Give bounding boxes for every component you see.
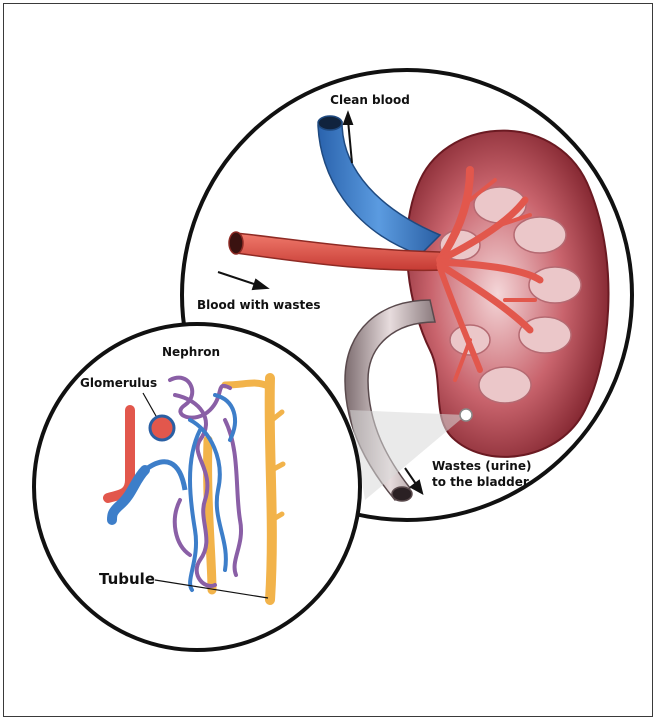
label-clean-blood: Clean blood — [330, 93, 410, 107]
ureter-opening — [392, 487, 412, 501]
label-blood-with-wastes: Blood with wastes — [197, 298, 321, 312]
label-wastes-line2: to the bladder — [432, 475, 529, 489]
renal-artery-opening — [229, 232, 243, 254]
collecting-duct — [270, 378, 272, 600]
nephron-inset-circle — [34, 324, 360, 650]
label-glomerulus: Glomerulus — [80, 376, 157, 390]
renal-vein-opening — [318, 116, 342, 130]
tubule-segment — [208, 440, 212, 590]
glomerulus-ball — [150, 416, 174, 440]
label-tubule: Tubule — [99, 570, 155, 588]
label-nephron: Nephron — [162, 345, 220, 359]
label-wastes-line1: Wastes (urine) — [432, 459, 531, 473]
nephron-point — [460, 409, 472, 421]
